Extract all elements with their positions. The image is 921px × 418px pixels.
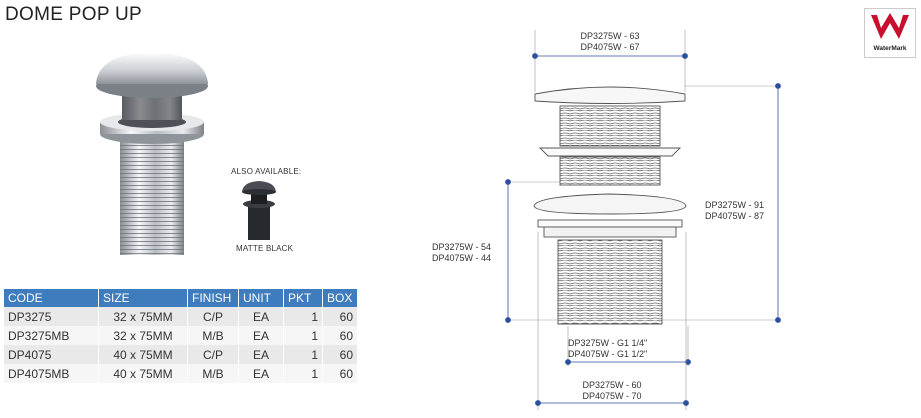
dim-flange-width-2: DP4075W - 70 bbox=[582, 391, 641, 401]
also-available-label: ALSO AVAILABLE: bbox=[231, 167, 302, 176]
cell-box: 60 bbox=[322, 345, 357, 364]
col-pkt: PKT bbox=[283, 289, 323, 307]
cell-box: 60 bbox=[322, 307, 357, 326]
cell-code: DP3275MB bbox=[4, 326, 99, 345]
table-row: DP3275MB 32 x 75MM M/B EA 1 60 bbox=[4, 326, 357, 345]
dim-top-width-2: DP4075W - 67 bbox=[580, 42, 639, 52]
table-row: DP4075 40 x 75MM C/P EA 1 60 bbox=[4, 345, 357, 364]
cell-unit: EA bbox=[238, 326, 284, 345]
col-finish: FINISH bbox=[187, 289, 239, 307]
cell-pkt: 1 bbox=[283, 307, 323, 326]
cell-code: DP4075 bbox=[4, 345, 99, 364]
product-photo bbox=[96, 52, 208, 255]
drain-outline bbox=[533, 86, 687, 325]
table-row: DP3275 32 x 75MM C/P EA 1 60 bbox=[4, 307, 357, 326]
table-header-row: CODE SIZE FINISH UNIT PKT BOX bbox=[4, 289, 357, 307]
col-box: BOX bbox=[322, 289, 357, 307]
dimension-lines bbox=[505, 30, 781, 410]
cell-size: 32 x 75MM bbox=[98, 307, 188, 326]
matte-black-photo bbox=[242, 181, 276, 240]
page-title: DOME POP UP bbox=[5, 4, 143, 25]
cell-finish: M/B bbox=[187, 364, 239, 383]
col-code: CODE bbox=[4, 289, 99, 307]
cell-finish: C/P bbox=[187, 307, 239, 326]
cell-unit: EA bbox=[238, 345, 284, 364]
dim-top-width-1: DP3275W - 63 bbox=[580, 31, 639, 41]
technical-drawing: DP3275W - 63 DP4075W - 67 DP3275W - 91 D… bbox=[432, 30, 781, 410]
col-unit: UNIT bbox=[238, 289, 284, 307]
cell-pkt: 1 bbox=[283, 364, 323, 383]
cell-size: 32 x 75MM bbox=[98, 326, 188, 345]
dim-flange-width-1: DP3275W - 60 bbox=[582, 380, 641, 390]
matte-black-label: MATTE BLACK bbox=[236, 244, 294, 253]
watermark-logo: WaterMark bbox=[864, 8, 916, 58]
cell-box: 60 bbox=[322, 326, 357, 345]
product-table: CODE SIZE FINISH UNIT PKT BOX DP3275 32 … bbox=[4, 289, 357, 383]
cell-unit: EA bbox=[238, 364, 284, 383]
watermark-text: WaterMark bbox=[873, 45, 907, 52]
watermark-w-icon bbox=[871, 13, 909, 39]
dim-total-height-2: DP4075W - 87 bbox=[705, 211, 764, 221]
cell-unit: EA bbox=[238, 307, 284, 326]
dim-thread-size-1: DP3275W - G1 1/4" bbox=[568, 338, 647, 348]
cell-code: DP4075MB bbox=[4, 364, 99, 383]
dim-thread-height-1: DP3275W - 54 bbox=[432, 242, 491, 252]
cell-size: 40 x 75MM bbox=[98, 364, 188, 383]
cell-finish: C/P bbox=[187, 345, 239, 364]
cell-box: 60 bbox=[322, 364, 357, 383]
cell-size: 40 x 75MM bbox=[98, 345, 188, 364]
col-size: SIZE bbox=[98, 289, 188, 307]
table-row: DP4075MB 40 x 75MM M/B EA 1 60 bbox=[4, 364, 357, 383]
cell-code: DP3275 bbox=[4, 307, 99, 326]
cell-finish: M/B bbox=[187, 326, 239, 345]
dim-thread-height-2: DP4075W - 44 bbox=[432, 253, 491, 263]
cell-pkt: 1 bbox=[283, 345, 323, 364]
dim-total-height-1: DP3275W - 91 bbox=[705, 200, 764, 210]
cell-pkt: 1 bbox=[283, 326, 323, 345]
dim-thread-size-2: DP4075W - G1 1/2" bbox=[568, 349, 647, 359]
